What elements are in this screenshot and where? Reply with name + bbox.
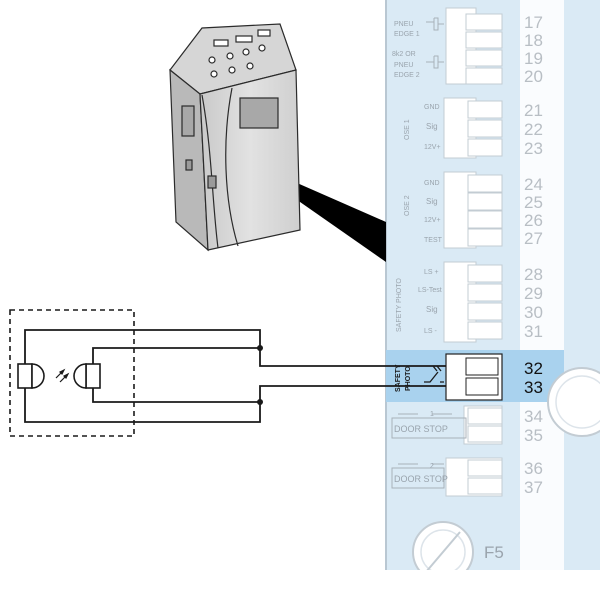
terminal-numbers: 17 18 19 20 21 22 23 24 25 26 27 28 29 3… xyxy=(524,13,543,497)
terminal-20: 20 xyxy=(524,67,543,86)
terminal-33: 33 xyxy=(524,378,543,397)
pneu-edge-1-line2: EDGE 1 xyxy=(394,31,420,38)
door-stop-1-label: DOOR STOP xyxy=(394,424,448,434)
ose1-pin-gnd: GND xyxy=(424,104,440,111)
terminal-block-ose1 xyxy=(443,97,503,159)
safety-pin-sig: Sig xyxy=(426,305,438,314)
terminal-28: 28 xyxy=(524,265,543,284)
ose1-title: OSE 1 xyxy=(404,119,411,140)
safety-photo-faded-title: SAFETY PHOTO xyxy=(396,278,403,332)
terminal-17: 17 xyxy=(524,13,543,32)
ose2-pin-12v: 12V+ xyxy=(424,217,441,224)
transmitter-icon xyxy=(17,363,45,389)
photo-sensor-icon xyxy=(9,309,135,437)
door-stop-2-switch-icon xyxy=(391,463,445,489)
terminal-19: 19 xyxy=(524,49,543,68)
terminal-18: 18 xyxy=(524,31,543,50)
terminal-block-32-33 xyxy=(445,353,503,401)
pneu-edge-1-line1: PNEU xyxy=(394,21,413,28)
edge-1-resistor-icon xyxy=(426,17,444,31)
door-stop-2-index: 2 xyxy=(430,463,434,470)
control-box-icon xyxy=(169,23,301,252)
ose1-pin-12v: 12V+ xyxy=(424,144,441,151)
receiver-icon xyxy=(73,363,101,389)
terminal-35: 35 xyxy=(524,426,543,445)
wire-junctions xyxy=(257,345,263,405)
beam-arrows-icon xyxy=(55,368,70,383)
pneu-edge-2-line2: PNEU xyxy=(394,62,413,69)
ose2-pin-test: TEST xyxy=(424,237,443,244)
wiring xyxy=(24,329,446,423)
safety-pin-ls-test: LS-Test xyxy=(418,287,442,294)
edge-2-resistor-icon xyxy=(426,55,444,69)
safety-pin-ls-plus: LS + xyxy=(424,269,439,276)
terminal-block-door-stop-1 xyxy=(463,405,503,445)
safety-photo-active-line2: PHOTO xyxy=(405,366,412,391)
safety-pin-ls-minus: LS - xyxy=(424,328,438,335)
terminal-23: 23 xyxy=(524,139,543,158)
terminal-block-door-stop-2 xyxy=(445,457,503,497)
terminal-34: 34 xyxy=(524,407,543,426)
terminal-25: 25 xyxy=(524,193,543,212)
terminal-29: 29 xyxy=(524,284,543,303)
door-stop-2-label: DOOR STOP xyxy=(394,474,448,484)
pneu-edge-2-line1: 8k2 OR xyxy=(392,51,416,58)
ose2-pin-gnd: GND xyxy=(424,180,440,187)
fuse-label: F5 xyxy=(484,543,504,562)
terminal-block-safety-photo-faded xyxy=(443,261,503,343)
terminal-30: 30 xyxy=(524,303,543,322)
terminal-24: 24 xyxy=(524,175,543,194)
terminal-36: 36 xyxy=(524,459,543,478)
pneu-edge-2-line3: EDGE 2 xyxy=(394,72,420,79)
ose1-pin-sig: Sig xyxy=(426,122,438,131)
door-stop-1-index: 1 xyxy=(430,411,434,418)
terminal-26: 26 xyxy=(524,211,543,230)
door-stop-1-switch-icon xyxy=(391,413,467,439)
callout-pointer xyxy=(272,172,386,262)
terminal-27: 27 xyxy=(524,229,543,248)
terminal-31: 31 xyxy=(524,322,543,341)
terminal-block-ose2 xyxy=(443,171,503,249)
terminal-32: 32 xyxy=(524,359,543,378)
terminal-21: 21 xyxy=(524,101,543,120)
ose2-title: OSE 2 xyxy=(404,195,411,216)
terminal-22: 22 xyxy=(524,120,543,139)
terminal-37: 37 xyxy=(524,478,543,497)
safety-photo-active-line1: SAFETY xyxy=(395,364,402,392)
ose2-pin-sig: Sig xyxy=(426,197,438,206)
control-board: PNEU EDGE 1 8k2 OR PNEU EDGE 2 OSE 1 GND… xyxy=(385,0,600,600)
terminal-block-17-20 xyxy=(445,7,503,85)
round-knob xyxy=(547,367,600,437)
